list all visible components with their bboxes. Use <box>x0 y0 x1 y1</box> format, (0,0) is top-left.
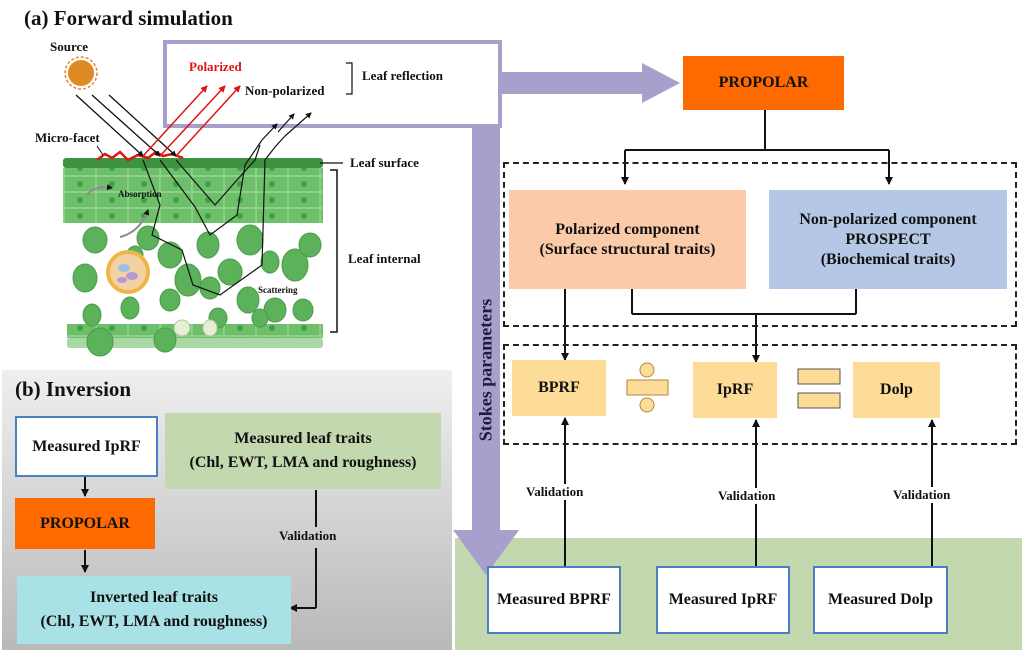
propolar-label: PROPOLAR <box>718 74 809 91</box>
measured-leaf-traits-box: Measured leaf traits (Chl, EWT, LMA and … <box>165 413 441 489</box>
leaf-reflection-label: Leaf reflection <box>362 68 443 83</box>
iprf-box: IpRF <box>693 362 777 418</box>
stokes-parameters-label: Stokes parameters <box>475 298 496 442</box>
polarized-component-box: Polarized component (Surface structural … <box>509 190 746 289</box>
dolp-box: Dolp <box>853 362 940 418</box>
divide-sign-dot-bottom <box>639 397 655 413</box>
leaf-lower-epidermis <box>67 324 323 338</box>
source-label: Source <box>50 39 89 54</box>
micro-facet-label: Micro-facet <box>35 130 100 145</box>
divide-sign-dot-top <box>639 362 655 378</box>
leaf-upper-epidermis <box>63 168 323 223</box>
polarized-label: Polarized <box>189 59 242 74</box>
inversion-title: (b) Inversion <box>15 377 132 401</box>
mesophyll-cells <box>72 224 322 357</box>
purple-arrow-right-head <box>642 63 680 103</box>
non-polarized-component-box: Non-polarized component PROSPECT (Bioche… <box>769 190 1007 289</box>
absorption-label: Absorption <box>118 189 162 199</box>
divide-sign-bar <box>626 379 669 396</box>
leaf-surface-label: Leaf surface <box>350 155 419 170</box>
inversion-propolar-box: PROPOLAR <box>15 498 155 549</box>
measured-iprf-box: Measured IpRF <box>656 566 790 634</box>
stokes-ratio-frame <box>503 344 1017 445</box>
non-polarized-label: Non-polarized <box>245 83 325 98</box>
bprf-box: BPRF <box>512 360 606 416</box>
validation-label-dolp: Validation <box>891 487 953 503</box>
component-group-frame <box>503 162 1017 327</box>
purple-arrow-right-shaft <box>500 72 650 94</box>
leaf-surface-layer <box>63 158 323 168</box>
equal-sign-top <box>797 368 841 385</box>
propolar-box: PROPOLAR <box>683 56 844 110</box>
leaf-reflection-box <box>163 40 502 128</box>
vascular-bundle <box>106 250 150 294</box>
validation-label-bprf: Validation <box>524 484 586 500</box>
forward-simulation-title: (a) Forward simulation <box>24 6 233 30</box>
inverted-leaf-traits-box: Inverted leaf traits (Chl, EWT, LMA and … <box>17 576 291 644</box>
validation-label-iprf: Validation <box>716 488 778 504</box>
measured-bprf-box: Measured BPRF <box>487 566 621 634</box>
measured-dolp-box: Measured Dolp <box>813 566 948 634</box>
stokes-arrow-head <box>453 530 519 575</box>
leaf-internal-label: Leaf internal <box>348 251 421 266</box>
source-sun-icon <box>68 60 94 86</box>
stokes-arrow-shaft <box>472 126 500 536</box>
equal-sign-bottom <box>797 392 841 409</box>
measured-iprf-input-box: Measured IpRF <box>15 416 158 477</box>
inversion-validation-label: Validation <box>279 528 337 543</box>
scattering-label: Scattering <box>258 285 298 295</box>
